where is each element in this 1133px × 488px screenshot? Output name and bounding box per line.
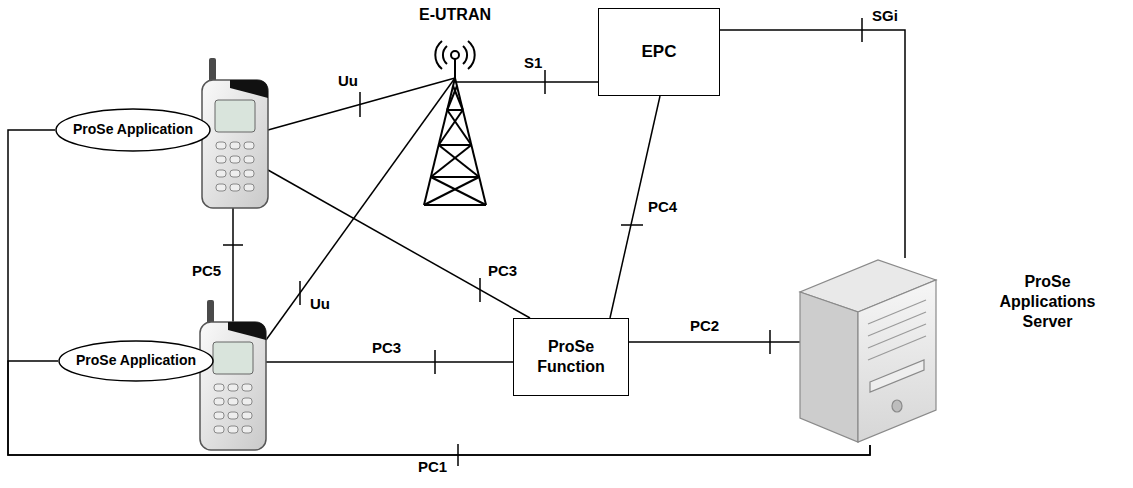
interface-tick: [861, 18, 863, 42]
server-illustration: [800, 260, 936, 442]
interface-label: Uu: [336, 72, 360, 89]
interface-line: [500, 81, 598, 83]
interface-label: PC5: [190, 262, 223, 279]
interface-tick: [223, 244, 243, 246]
interface-line: [610, 96, 660, 318]
interface-label: Uu: [308, 295, 332, 312]
interface-tick: [457, 444, 459, 466]
interface-label: PC2: [688, 317, 721, 334]
interface-label-slot: Uu: [336, 72, 360, 90]
interface-label-slot: S1: [522, 54, 544, 72]
node-text: EPC: [642, 41, 677, 62]
pc5-link-line: [232, 208, 234, 322]
interface-label-slot: SGi: [870, 7, 900, 25]
function-box: ProSe Function: [513, 318, 629, 396]
interface-line: [629, 341, 800, 343]
interface-label-slot: PC3: [370, 339, 403, 357]
tower-outline: [410, 5, 500, 207]
interface-tick: [359, 92, 361, 117]
interface-label-slot: PC4: [646, 198, 679, 216]
uu-link-line: [268, 78, 455, 130]
core-box: EPC: [598, 8, 720, 96]
ellipse-shape: [56, 109, 210, 151]
node-text: ProSe Function: [520, 337, 622, 377]
server-node: ProSe Applications Server: [800, 258, 1110, 445]
node-text: ProSe Application: [73, 121, 193, 139]
interface-label: SGi: [870, 7, 900, 24]
phone-illustration: [200, 300, 266, 450]
node-text: E-UTRAN: [419, 5, 491, 25]
interface-tick: [769, 330, 771, 354]
interface-label: PC1: [416, 458, 449, 475]
uu-link-line: [266, 78, 455, 340]
interface-label-slot: PC5: [190, 262, 223, 280]
interface-line: [720, 30, 905, 258]
application-ellipse: ProSe Application: [55, 108, 211, 152]
pc3-link-line: [268, 170, 530, 318]
interface-label-slot: Uu: [308, 295, 332, 313]
pc3-link-line: [266, 361, 515, 363]
interface-label: PC3: [486, 262, 519, 279]
interface-tick: [479, 278, 481, 302]
tower-illustration: [424, 41, 500, 205]
interface-line: [8, 130, 870, 455]
application-ellipse: ProSe Application: [58, 340, 214, 382]
interface-label: S1: [522, 54, 544, 71]
node-text: ProSe Application: [76, 352, 196, 370]
base-station-tower: E-UTRAN: [410, 5, 500, 207]
interface-tick: [621, 224, 643, 226]
interface-tick: [434, 350, 436, 374]
interface-label: PC3: [370, 339, 403, 356]
node-text: ProSe Applications Server: [990, 272, 1105, 332]
interface-label: PC4: [646, 198, 679, 215]
ellipse-shape: [59, 341, 213, 381]
interface-label-slot: PC1: [416, 458, 449, 476]
interface-tick: [544, 70, 546, 94]
phone-illustration: [202, 58, 268, 208]
interface-tick: [299, 281, 301, 305]
interface-label-slot: PC3: [486, 262, 519, 280]
interface-label-slot: PC2: [688, 317, 721, 335]
